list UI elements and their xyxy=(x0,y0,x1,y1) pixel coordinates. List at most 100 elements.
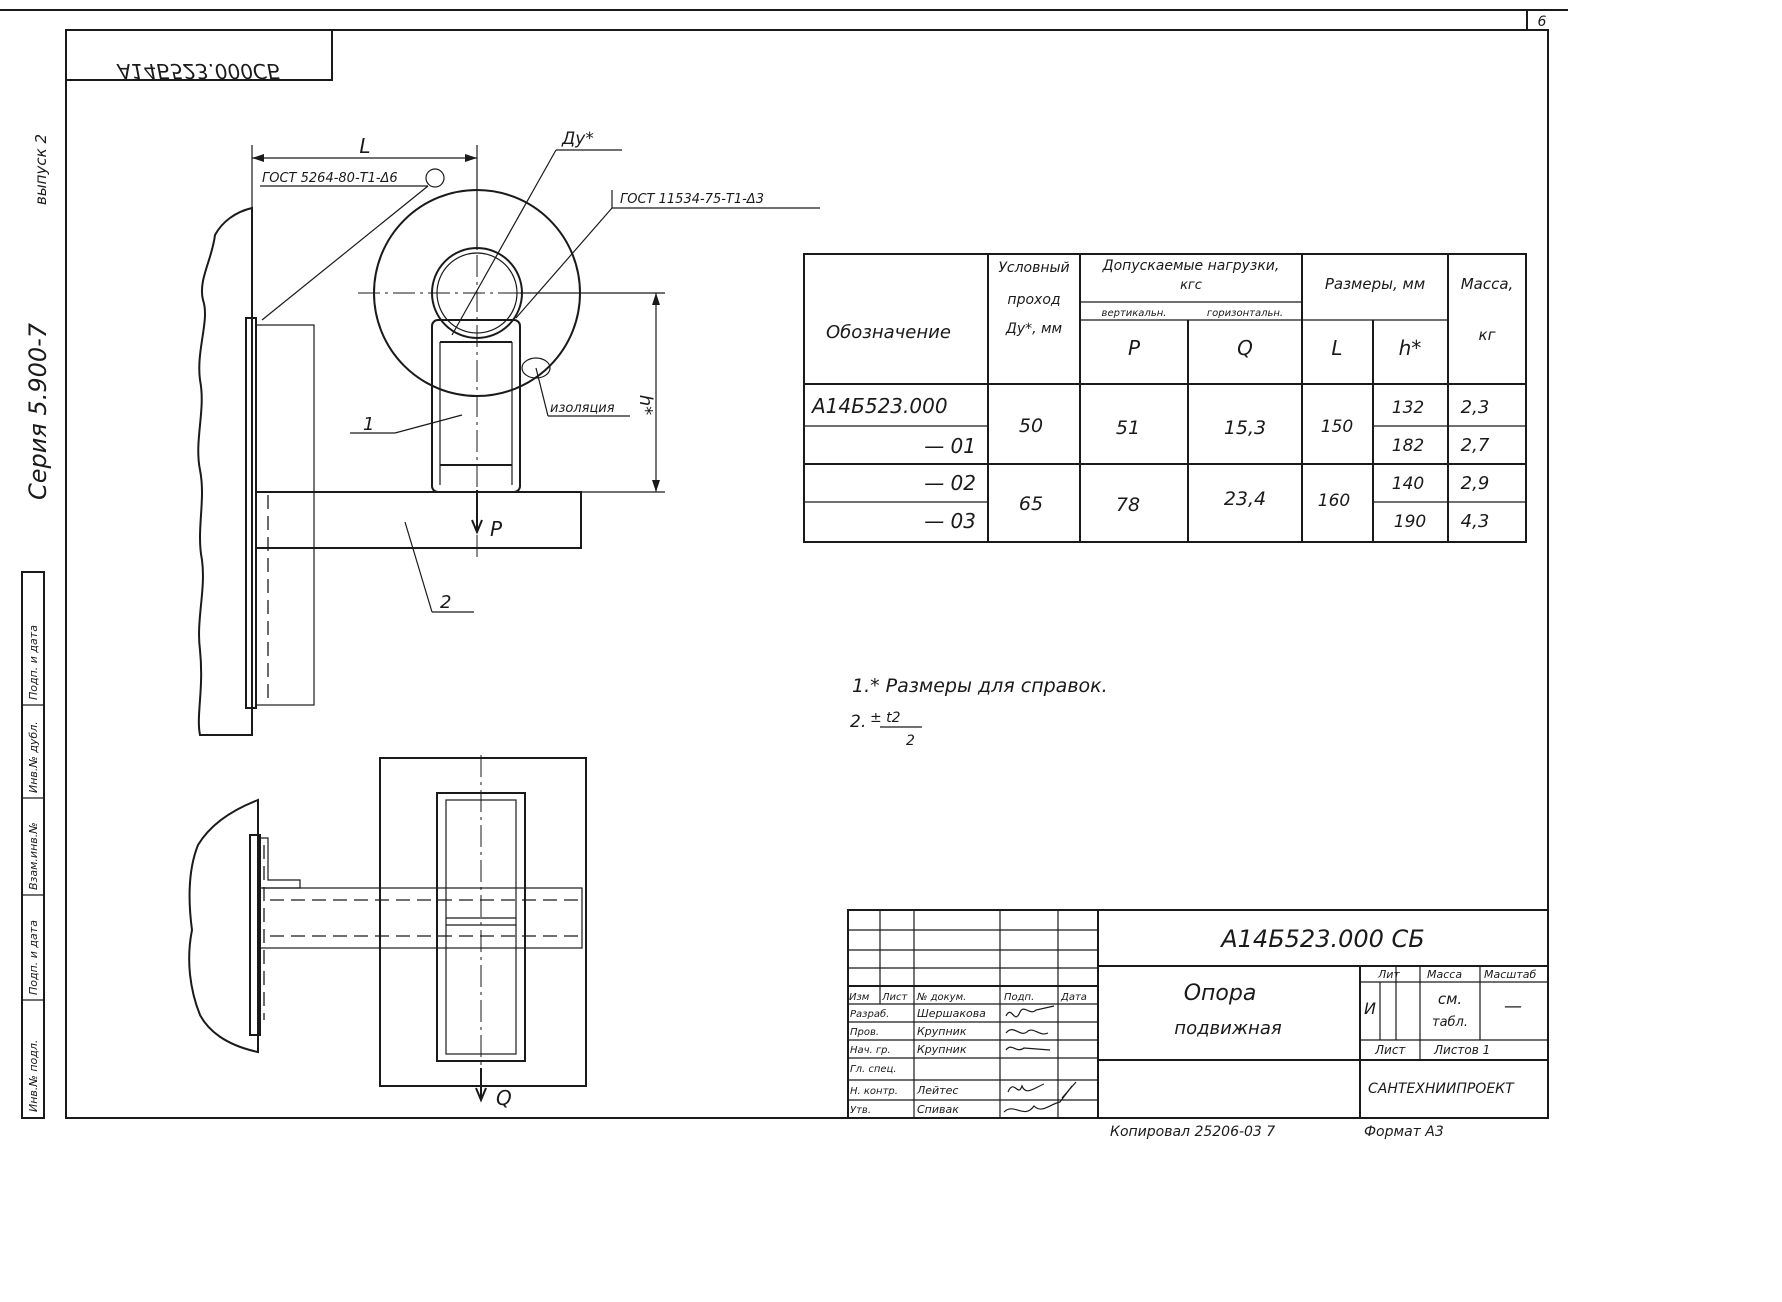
cell-h-1: 182 xyxy=(1392,436,1424,456)
th-loads-line1: Допускаемые нагрузки, xyxy=(1102,258,1280,274)
spec-table: Обозначение Условный проход Ду*, мм Допу… xyxy=(803,253,1527,543)
th-mass-line2: кг xyxy=(1479,326,1496,344)
lit-value: И xyxy=(1364,999,1376,1018)
dim-dy-label: Ду* xyxy=(561,129,594,149)
sheet-frame: 6 xyxy=(0,9,1568,1119)
col-doc: № докум. xyxy=(916,992,966,1003)
th-loads-line2: кгс xyxy=(1180,278,1202,293)
scale-value: — xyxy=(1504,996,1522,1017)
th-h: h* xyxy=(1399,336,1422,360)
cell-designation-3: — 03 xyxy=(924,509,976,533)
th-vertical: вертикальн. xyxy=(1102,308,1167,319)
cell-l-0: 150 xyxy=(1321,417,1353,437)
mass-value-line2: табл. xyxy=(1432,1015,1468,1030)
part-1-label: 1 xyxy=(363,414,374,435)
mirrored-doc-code: А14Б523.000СБ xyxy=(115,59,280,83)
note-1: 1.* Размеры для справок. xyxy=(852,675,1108,697)
sheet-label: Лист xyxy=(1374,1043,1406,1057)
th-designation: Обозначение xyxy=(826,322,951,343)
plan-view: Q xyxy=(188,755,587,1110)
col-izm: Изм xyxy=(849,992,870,1003)
stamp-sign-date-1: Подп. и дата xyxy=(27,920,40,995)
title-block: Изм Лист № докум. Подп. Дата Разраб. Шер… xyxy=(847,909,1549,1119)
role-n-kontr: Н. контр. xyxy=(850,1086,898,1097)
cell-h-3: 190 xyxy=(1394,512,1426,532)
col-list: Лист xyxy=(881,992,909,1003)
side-stamp: Инв.№ подл. Подп. и дата Взам.инв.№ Инв.… xyxy=(21,571,45,1119)
stamp-inv-dubl: Инв.№ дубл. xyxy=(27,721,40,793)
cell-h-0: 132 xyxy=(1392,398,1424,418)
dim-l-label: L xyxy=(359,134,370,158)
cell-designation-0: А14Б523.000 xyxy=(810,394,948,418)
title-doc-code: А14Б523.000 СБ xyxy=(1219,925,1425,953)
series-label: Серия 5.900-7 xyxy=(24,322,52,500)
cell-mass-0: 2,3 xyxy=(1461,397,1490,418)
cell-p-2: 78 xyxy=(1116,494,1140,516)
th-l: L xyxy=(1331,336,1342,360)
cell-mass-1: 2,7 xyxy=(1461,435,1490,456)
cell-q-2: 23,4 xyxy=(1224,488,1266,510)
weld-note-right: ГОСТ 11534-75-Т1-Δ3 xyxy=(620,192,764,207)
signatures xyxy=(1003,1005,1077,1113)
note-2-prefix: 2. xyxy=(850,712,866,732)
role-prov: Пров. xyxy=(850,1027,879,1038)
th-dn-line2: проход xyxy=(1007,292,1060,308)
footer-copied: Копировал 25206-03 7 xyxy=(1110,1124,1275,1140)
title-name-line1: Опора xyxy=(1184,981,1257,1006)
sheets-label: Листов 1 xyxy=(1433,1043,1490,1057)
saddle-part-1 xyxy=(431,319,521,493)
role-razrab: Разраб. xyxy=(850,1008,889,1020)
scale-label: Масштаб xyxy=(1484,968,1536,981)
mass-label: Масса xyxy=(1427,968,1462,981)
name-nach-gr: Крупник xyxy=(917,1043,967,1056)
cell-p-0: 51 xyxy=(1116,417,1140,439)
cell-mass-2: 2,9 xyxy=(1461,473,1490,494)
weld-note-left: ГОСТ 5264-80-Т1-Δ6 xyxy=(262,171,398,186)
dim-h-label: h* xyxy=(635,395,656,415)
issue-label: выпуск 2 xyxy=(32,134,50,205)
load-q-label: Q xyxy=(496,1086,512,1110)
code-box-top-left: А14Б523.000СБ xyxy=(65,29,333,83)
footer-format: Формат А3 xyxy=(1364,1124,1444,1140)
name-razrab: Шершакова xyxy=(917,1007,986,1020)
th-horizontal: горизонтальн. xyxy=(1207,308,1283,319)
stamp-inv-podl: Инв.№ подл. xyxy=(27,1040,40,1112)
organization: САНТЕХНИИПРОЕКТ xyxy=(1368,1081,1515,1097)
note-2-denominator: 2 xyxy=(906,733,915,749)
mass-value-line1: см. xyxy=(1438,990,1462,1008)
title-name-line2: подвижная xyxy=(1174,1018,1282,1039)
stamp-sign-date-2: Подп. и дата xyxy=(27,625,40,700)
cell-dn-0: 50 xyxy=(1019,415,1043,437)
sheet-number: 6 xyxy=(1538,14,1547,30)
main-view: P L ГОСТ 5264-80-Т1-Δ6 Ду* ГОСТ 11534-75… xyxy=(197,129,820,736)
notes: 1.* Размеры для справок. 2. ± t2 2 xyxy=(850,675,1108,749)
col-date: Дата xyxy=(1060,992,1087,1003)
th-q: Q xyxy=(1237,336,1253,360)
th-mass-line1: Масса, xyxy=(1461,275,1514,293)
part-2-label: 2 xyxy=(440,592,451,613)
note-2-numerator: ± t2 xyxy=(870,710,901,726)
cell-l-2: 160 xyxy=(1318,491,1350,511)
th-dn-line3: Ду*, мм xyxy=(1005,321,1063,337)
col-sign: Подп. xyxy=(1004,992,1034,1003)
cell-dn-2: 65 xyxy=(1019,493,1043,515)
cell-designation-2: — 02 xyxy=(924,471,976,495)
name-prov: Крупник xyxy=(917,1025,967,1038)
wall-section xyxy=(197,206,253,736)
cell-h-2: 140 xyxy=(1392,474,1424,494)
insulation-sample xyxy=(521,357,551,379)
drawing-sheet: 6 А14Б523.000СБ Серия 5.900-7 выпуск 2 И… xyxy=(0,9,1568,1140)
cell-mass-3: 4,3 xyxy=(1461,511,1490,532)
insulation-label: изоляция xyxy=(550,401,615,416)
wall-section-plan xyxy=(188,798,259,1054)
role-nach-gr: Нач. гр. xyxy=(850,1045,891,1056)
th-dn-line1: Условный xyxy=(998,260,1069,276)
name-n-kontr: Лейтес xyxy=(916,1084,958,1097)
load-p-label: P xyxy=(490,517,503,541)
cantilever-part-2 xyxy=(255,491,582,549)
th-p: P xyxy=(1128,336,1141,360)
stamp-vzam-inv: Взам.инв.№ xyxy=(27,822,40,890)
cell-designation-1: — 01 xyxy=(924,434,976,458)
th-sizes: Размеры, мм xyxy=(1325,275,1425,293)
role-gl-spec: Гл. спец. xyxy=(850,1064,897,1075)
